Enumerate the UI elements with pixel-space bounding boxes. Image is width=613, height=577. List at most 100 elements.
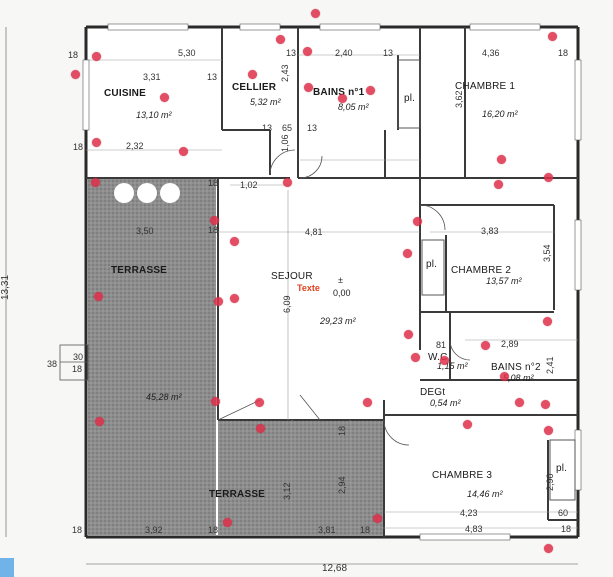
- marker-dot: [481, 341, 490, 350]
- dim-label: 2,89: [501, 339, 519, 349]
- dim-overall-height: 13,31: [0, 274, 11, 300]
- marker-dot: [543, 317, 552, 326]
- dim-label: 18: [73, 142, 84, 152]
- dim-label: 13: [262, 123, 273, 133]
- room-label-chambre1: CHAMBRE 1: [455, 81, 516, 92]
- marker-dot: [211, 397, 220, 406]
- dim-label: 6,09: [282, 295, 292, 313]
- dim-label: 3,31: [143, 72, 161, 82]
- dim-label: 18: [337, 425, 347, 436]
- marker-dot: [92, 138, 101, 147]
- entry-step: [59, 344, 89, 381]
- marker-dot: [363, 398, 372, 407]
- dim-label: 38: [47, 359, 58, 369]
- dimension-lines: [5, 27, 578, 565]
- dim-overall-width: 12,68: [322, 563, 348, 574]
- terrace-west: [88, 178, 216, 535]
- dim-label: 2,90: [545, 473, 555, 491]
- dim-label: 1,06: [280, 134, 290, 152]
- level-value: 0,00: [333, 288, 351, 298]
- marker-dot: [541, 400, 550, 409]
- texte-annotation: Texte: [297, 283, 320, 293]
- marker-dot: [440, 356, 449, 365]
- room-label-chambre3: CHAMBRE 3: [432, 470, 493, 481]
- marker-dot: [515, 398, 524, 407]
- marker-dot: [497, 155, 506, 164]
- dim-label: 18: [68, 50, 79, 60]
- dim-label: 65: [282, 123, 293, 133]
- dim-label: 18: [208, 225, 219, 235]
- closet-1: [397, 59, 421, 129]
- room-area-chambre2: 13,57 m²: [486, 276, 522, 286]
- terrace-south: [218, 420, 384, 535]
- marker-dot: [223, 518, 232, 527]
- marker-dot: [338, 94, 347, 103]
- dim-label: 18: [208, 178, 219, 188]
- room-label-terrasse1: TERRASSE: [111, 265, 168, 276]
- marker-dot: [303, 47, 312, 56]
- marker-dot: [403, 249, 412, 258]
- dim-label: 18: [558, 48, 569, 58]
- dim-label: 30: [73, 352, 84, 362]
- marker-dot: [463, 420, 472, 429]
- marker-dot: [494, 180, 503, 189]
- marker-dot: [256, 424, 265, 433]
- marker-dot: [373, 514, 382, 523]
- marker-dot: [548, 32, 557, 41]
- marker-dot: [255, 398, 264, 407]
- room-label-wc: W.C: [428, 352, 448, 363]
- dim-label: 3,12: [282, 482, 292, 500]
- room-label-cellier: CELLIER: [232, 82, 277, 93]
- room-area-cuisine: 13,10 m²: [136, 110, 172, 120]
- dim-label: 13: [383, 48, 394, 58]
- dim-label: 13: [207, 72, 218, 82]
- dim-label: 2,41: [545, 356, 555, 374]
- marker-dot: [179, 147, 188, 156]
- room-area-bains1: 8,05 m²: [338, 102, 369, 112]
- marker-dot: [248, 70, 257, 79]
- dim-label: 4,36: [482, 48, 500, 58]
- corner-tab: [0, 558, 14, 577]
- room-area-bains2: 5,08 m²: [503, 373, 534, 383]
- marker-dot: [71, 70, 80, 79]
- dim-label: 3,92: [145, 525, 163, 535]
- dim-label: 5,30: [178, 48, 196, 58]
- room-label-terrasse2: TERRASSE: [209, 489, 266, 500]
- dim-label: 18: [561, 524, 572, 534]
- room-label-pl2: pl.: [426, 259, 438, 270]
- dim-label: 60: [558, 508, 569, 518]
- marker-dot: [544, 544, 553, 553]
- windows: [82, 23, 582, 541]
- fixture-circle: [114, 183, 134, 203]
- room-area-wc: 1,15 m²: [437, 361, 468, 371]
- marker-dot: [214, 297, 223, 306]
- marker-dot: [366, 86, 375, 95]
- dim-label: 18: [360, 525, 371, 535]
- closet-3: [549, 439, 576, 501]
- dim-label: 4,83: [465, 524, 483, 534]
- room-label-pl1: pl.: [404, 93, 416, 104]
- fixture-circle: [137, 183, 157, 203]
- dim-label: 18: [72, 525, 83, 535]
- room-label-pl3: pl.: [556, 463, 568, 474]
- dim-label: 3,83: [481, 226, 499, 236]
- dim-label: 2,43: [280, 64, 290, 82]
- fixture-circle: [160, 183, 180, 203]
- dim-label: 3,62: [454, 90, 464, 108]
- room-label-deg: DEGt: [420, 387, 446, 398]
- dim-label: 4,81: [305, 227, 323, 237]
- marker-dot: [311, 9, 320, 18]
- room-area-chambre3: 14,46 m²: [467, 489, 503, 499]
- dim-label: 1,02: [240, 180, 258, 190]
- door-swings: [217, 149, 471, 446]
- marker-dot: [404, 330, 413, 339]
- marker-dot: [544, 426, 553, 435]
- room-label-sejour: SEJOUR: [271, 271, 313, 282]
- marker-dot: [160, 93, 169, 102]
- marker-dot: [210, 216, 219, 225]
- room-label-cuisine: CUISINE: [104, 88, 146, 99]
- room-area-cellier: 5,32 m²: [250, 97, 281, 107]
- marker-dot: [95, 417, 104, 426]
- room-area-terrasse1: 45,28 m²: [146, 392, 182, 402]
